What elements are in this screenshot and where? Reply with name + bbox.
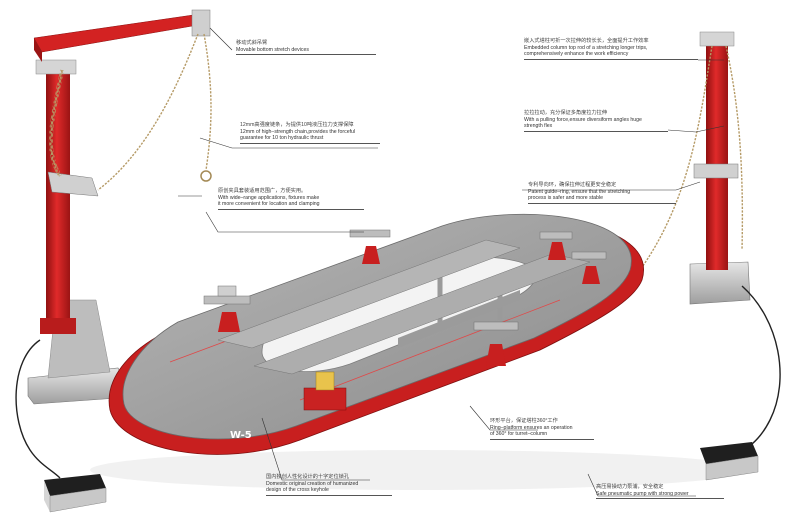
hydraulic-jack: [303, 387, 347, 411]
left-tower-post: [46, 70, 70, 328]
callout-guide-ring-cn: 专利导向环，确保拉伸过程更安全稳定: [528, 182, 617, 188]
callout-chain-cn: 12mm高强度链条，为提供10吨液压拉力支撑保障: [240, 122, 354, 128]
callout-bottom-stretch-cn: 移动式斜吊臂: [236, 40, 268, 46]
callout-pulling-cn: 拉拉拉动，充分保证多角度拉力拉伸: [524, 110, 608, 116]
callout-column: 嵌入式塔柱可折一次拉伸的较长长，全面提升工作效率 Embedded column…: [524, 38, 698, 60]
right-cross-beam: [253, 253, 591, 375]
callout-cross-keyhole-en-2: design of the cross keyhole: [266, 487, 329, 494]
pump-right: [700, 442, 759, 481]
fixture-back-left: [349, 229, 391, 264]
callout-cross-keyhole-en-1: Domestic original creation of humanized: [266, 480, 359, 487]
callout-ring-platform-en-1: Ring–platform ensures an operation: [490, 424, 573, 431]
fixtures: [203, 229, 607, 366]
callout-pulling-en-1: With a pulling force,ensure diversiform …: [524, 116, 642, 123]
callout-guide-ring-en-1: Patent guide–ring, ensure that the stret…: [528, 188, 631, 195]
callout-pulling-en-2: strength flex: [524, 123, 553, 130]
callout-column-en-1: Embedded column top rod of a stretching …: [524, 44, 648, 51]
callout-fixtures: 原创夹具套装适用范围广，方便实用。 With wide–range applic…: [218, 188, 364, 210]
fixture-right-end: [571, 251, 607, 284]
callout-ring-platform-en-2: of 360° for turret–column: [490, 431, 548, 438]
callout-fixtures-cn: 原创夹具套装适用范围广，方便实用。: [218, 188, 307, 194]
left-cross-beam: [217, 239, 521, 349]
callout-cross-keyhole: 国内独创人性化设计的十字定位锁孔 Domestic original creat…: [266, 474, 392, 496]
top-arm: [33, 13, 205, 53]
callout-column-cn: 嵌入式塔柱可折一次拉伸的较长长，全面提升工作效率: [524, 38, 649, 44]
callout-chain-en-1: 12mm of high–strength chain,provides the…: [240, 128, 356, 135]
callout-ring-platform: 环形平台，保证塔柱360°工作 Ring–platform ensures an…: [490, 418, 594, 440]
fixture-front-left: [203, 285, 251, 332]
ground-shadow: [90, 450, 750, 490]
right-tower-post: [706, 44, 728, 270]
callout-pulling: 拉拉拉动，充分保证多角度拉力拉伸 With a pulling force,en…: [524, 110, 668, 132]
callout-pump: 高压易操动力泵浦，安全稳定 Safe pneumatic pump with s…: [596, 484, 724, 500]
pump-left: [44, 474, 107, 513]
fixture-back-right: [539, 231, 573, 260]
callout-pump-en-1: Safe pneumatic pump with strong power: [596, 490, 689, 497]
callout-bottom-stretch: 移动式斜吊臂 Movable bottom stretch devices: [236, 40, 376, 56]
callout-guide-ring-en-2: process is safer and more stable: [528, 195, 603, 202]
callout-chain: 12mm高强度链条，为提供10吨液压拉力支撑保障 12mm of high–st…: [240, 122, 380, 144]
fixture-front-right: [473, 321, 519, 366]
callout-bottom-stretch-en-1: Movable bottom stretch devices: [236, 46, 309, 53]
left-tower: [15, 9, 212, 479]
callout-pump-cn: 高压易操动力泵浦，安全稳定: [596, 484, 664, 490]
callout-column-en-2: comprehensively enhance the work efficie…: [524, 51, 629, 58]
callout-cross-keyhole-cn: 国内独创人性化设计的十字定位锁孔: [266, 474, 350, 480]
model-label-text: W-5: [230, 430, 252, 441]
callout-fixtures-en-2: it more convenient for location and clam…: [218, 201, 320, 208]
ring-platform: W-5: [108, 213, 644, 455]
callout-chain-en-2: guarantee for 10 ton hydraulic thrust: [240, 135, 324, 142]
callout-guide-ring: 专利导向环，确保拉伸过程更安全稳定 Patent guide–ring, ens…: [528, 182, 676, 204]
leader-lines: [178, 27, 725, 497]
right-tower-base: [689, 261, 751, 305]
callout-fixtures-en-1: With wide–range applications, fixtures m…: [218, 194, 320, 201]
right-tower: [639, 31, 781, 453]
callout-ring-platform-cn: 环形平台，保证塔柱360°工作: [490, 418, 558, 424]
